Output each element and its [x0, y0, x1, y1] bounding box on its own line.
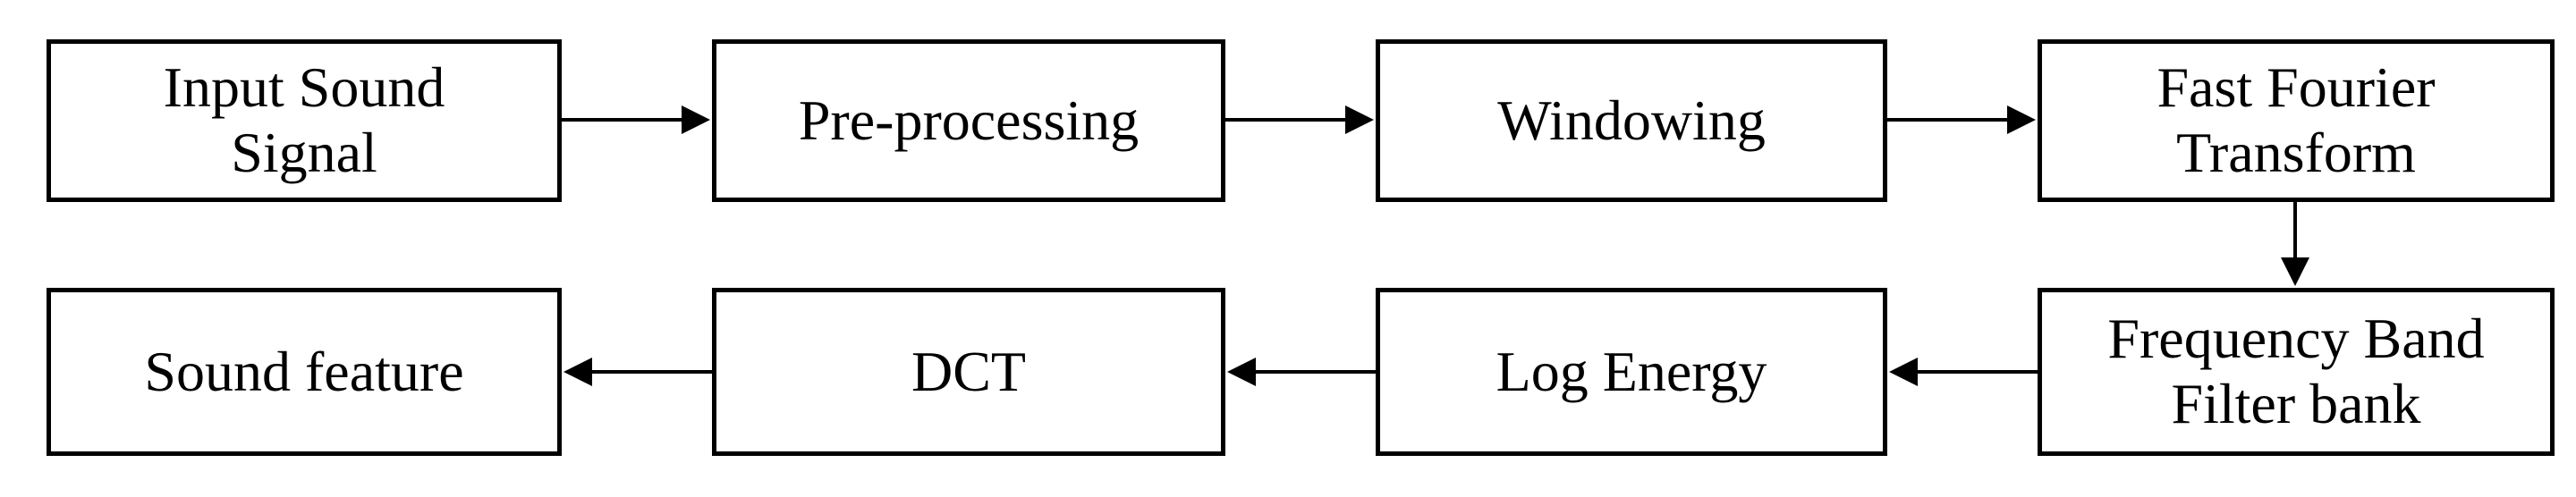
sound-feature-label: Sound feature: [144, 339, 464, 403]
input-sound-signal-box: Input Sound Signal: [47, 39, 562, 202]
input-sound-signal-label: Input Sound Signal: [163, 55, 445, 184]
log-energy-label: Log Energy: [1496, 339, 1767, 403]
pre-processing-box: Pre-processing: [712, 39, 1225, 202]
dct-box: DCT: [712, 288, 1225, 456]
windowing-label: Windowing: [1497, 88, 1766, 152]
fast-fourier-transform-box: Fast Fourier Transform: [2038, 39, 2555, 202]
fast-fourier-transform-label: Fast Fourier Transform: [2157, 55, 2436, 184]
frequency-band-filter-bank-label: Frequency Band Filter bank: [2107, 307, 2485, 435]
frequency-band-filter-bank-box: Frequency Band Filter bank: [2038, 288, 2555, 456]
sound-feature-box: Sound feature: [47, 288, 562, 456]
dct-label: DCT: [911, 339, 1026, 403]
windowing-box: Windowing: [1376, 39, 1887, 202]
pre-processing-label: Pre-processing: [798, 88, 1140, 152]
log-energy-box: Log Energy: [1376, 288, 1887, 456]
